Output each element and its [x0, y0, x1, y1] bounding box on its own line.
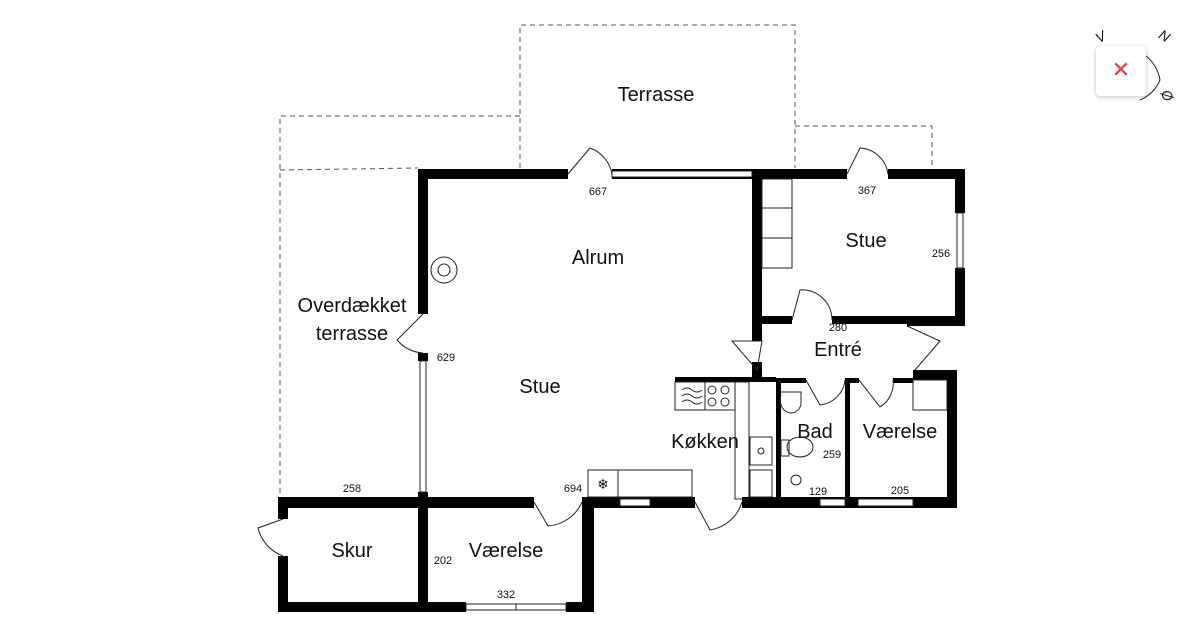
dimension-labels: 667 367 256 280 629 259 694 129 205 258 … [343, 185, 950, 601]
dim-256: 256 [932, 248, 950, 260]
dim-129: 129 [809, 486, 827, 498]
compass-o: Ø [1157, 86, 1177, 105]
doors [257, 147, 941, 557]
terrace-outlines [279, 24, 933, 500]
room-label-bad: Bad [797, 421, 833, 443]
room-label-terrasse: Terrasse [618, 84, 695, 106]
room-label-vaerelse-bottom: Værelse [469, 540, 543, 562]
fixtures: ❄ [430, 178, 948, 500]
compass-v: V [1092, 27, 1110, 46]
room-label-stue-main: Stue [519, 376, 560, 398]
svg-text:❄: ❄ [597, 477, 609, 493]
dim-332: 332 [497, 589, 515, 601]
room-label-stue-right: Stue [845, 230, 886, 252]
room-label-koekken: Køkken [671, 431, 739, 453]
dim-367: 367 [858, 185, 876, 197]
room-label-entre: Entré [814, 339, 862, 361]
room-label-overdaekket-2: terrasse [316, 323, 388, 345]
dim-667: 667 [589, 186, 607, 198]
dim-280: 280 [829, 322, 847, 334]
close-icon: ✕ [1111, 58, 1131, 83]
room-label-overdaekket-1: Overdækket [298, 295, 407, 317]
dim-205: 205 [891, 485, 909, 497]
room-label-skur: Skur [331, 540, 372, 562]
dim-258: 258 [343, 483, 361, 495]
room-labels: Terrasse Alrum Stue Overdækket terrasse … [298, 84, 938, 562]
close-button[interactable]: ✕ [1096, 46, 1146, 96]
dim-259: 259 [823, 449, 841, 461]
dim-694: 694 [564, 483, 582, 495]
dim-629: 629 [437, 352, 455, 364]
compass-n: N [1156, 26, 1174, 45]
windows [419, 170, 964, 611]
room-label-vaerelse-right: Værelse [863, 421, 937, 443]
room-label-alrum: Alrum [572, 247, 624, 269]
dim-202: 202 [434, 555, 452, 567]
